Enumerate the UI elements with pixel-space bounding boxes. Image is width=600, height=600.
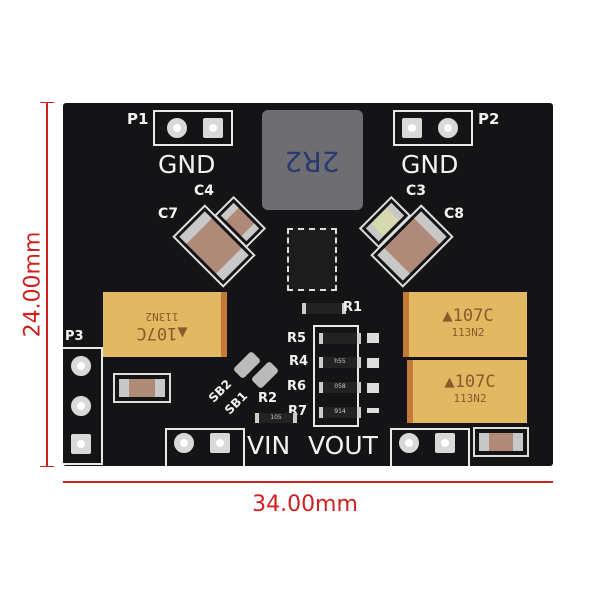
dim-tick — [40, 466, 54, 467]
header-vin — [165, 428, 245, 466]
pad — [210, 433, 230, 453]
resistor-r2: 105 — [255, 413, 297, 423]
inductor-marking: 2R2 — [284, 145, 340, 178]
pad — [399, 433, 419, 453]
tantalum-capacitor-right-top: ▲107C 113N2 — [403, 292, 527, 357]
label-vin: VIN — [247, 431, 291, 460]
label-p1: P1 — [127, 110, 149, 128]
resistor-array-outline — [313, 325, 359, 427]
inductor — [262, 110, 363, 210]
test-pads — [367, 333, 379, 413]
tantalum-lot: 113N2 — [453, 392, 487, 405]
resistor-r4: h55 — [319, 357, 361, 368]
capacitor-small-left — [113, 373, 171, 403]
height-dimension-line — [46, 103, 48, 466]
tantalum-code: ▲107C — [136, 323, 188, 343]
label-p2: P2 — [478, 110, 500, 128]
width-dimension-label: 34.00mm — [252, 492, 358, 517]
resistor-r1 — [302, 303, 346, 314]
pad — [174, 433, 194, 453]
tantalum-capacitor-right-bottom: ▲107C 113N2 — [407, 360, 527, 423]
height-dimension-label: 24.00mm — [20, 231, 46, 338]
label-gnd-right: GND — [401, 150, 459, 179]
width-dimension-line — [63, 481, 553, 483]
pad — [435, 433, 455, 453]
label-c3: C3 — [406, 183, 427, 199]
label-r2: R2 — [258, 391, 278, 406]
pad — [438, 118, 458, 138]
capacitor-small-right — [473, 427, 529, 457]
tantalum-code-text: 107C — [136, 323, 178, 343]
label-gnd-left: GND — [158, 150, 216, 179]
tantalum-code-text: 107C — [452, 306, 494, 326]
dim-tick — [40, 102, 54, 103]
pad — [203, 118, 223, 138]
header-p2 — [393, 110, 473, 146]
label-c4: C4 — [194, 183, 215, 199]
header-p1 — [153, 110, 233, 146]
label-p3: P3 — [65, 329, 84, 344]
pad — [71, 434, 91, 454]
resistor-r5 — [319, 333, 361, 344]
tantalum-lot: 113N2 — [145, 310, 179, 323]
header-p3 — [63, 347, 103, 465]
label-vout: VOUT — [308, 431, 378, 460]
pad — [71, 396, 91, 416]
pad — [71, 356, 91, 376]
label-r4: R4 — [289, 354, 309, 369]
tantalum-code: ▲107C — [444, 372, 496, 392]
resistor-r6: 058 — [319, 382, 361, 393]
label-r1: R1 — [343, 300, 363, 315]
label-c7: C7 — [158, 206, 179, 222]
pad — [402, 118, 422, 138]
label-c8: C8 — [444, 206, 465, 222]
label-r5: R5 — [287, 331, 307, 346]
pad — [167, 118, 187, 138]
ic-chip — [287, 228, 337, 291]
resistor-r7: 914 — [319, 407, 361, 418]
tantalum-capacitor-left: ▲107C 113N2 — [103, 292, 227, 357]
header-vout — [390, 428, 470, 466]
tantalum-code-text: 107C — [454, 372, 496, 392]
label-r6: R6 — [287, 379, 307, 394]
tantalum-lot: 113N2 — [451, 326, 485, 339]
tantalum-code: ▲107C — [442, 306, 494, 326]
